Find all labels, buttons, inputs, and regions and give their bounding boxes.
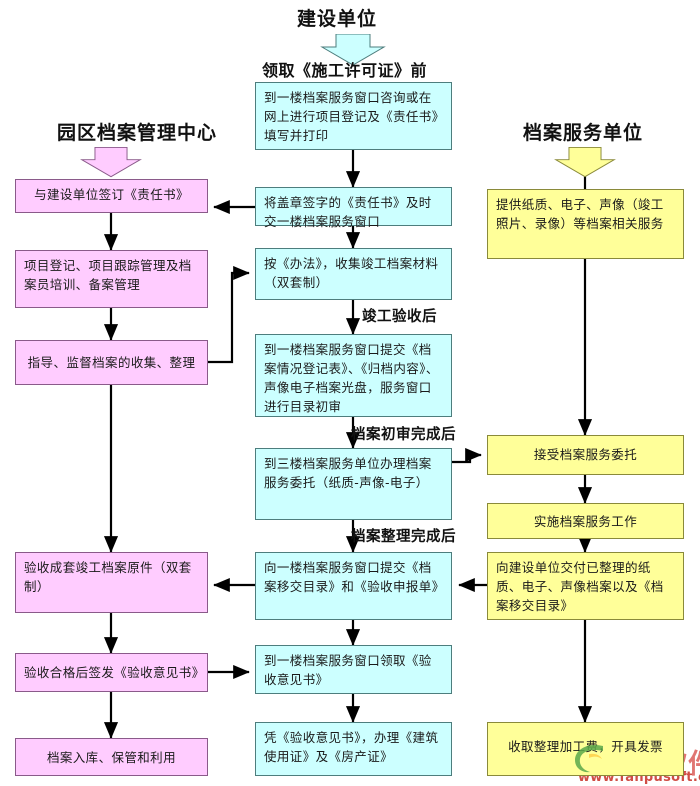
stage-label-before-permit: 领取《施工许可证》前 [262, 61, 428, 80]
process-node-C1[interactable]: 到一楼档案服务窗口咨询或在网上进行项目登记及《责任书》填写并打印 [255, 82, 452, 150]
process-node-C3[interactable]: 按《办法》，收集竣工档案材料（双套制） [255, 248, 452, 300]
process-node-L3[interactable]: 指导、监督档案的收集、整理 [15, 340, 208, 385]
process-node-R2[interactable]: 接受档案服务委托 [487, 435, 684, 475]
process-node-L5[interactable]: 验收合格后签发《验收意见书》 [15, 653, 208, 692]
process-node-R3[interactable]: 实施档案服务工作 [487, 503, 684, 539]
column-header-archive-service-unit: 档案服务单位 [523, 122, 644, 144]
process-node-R5[interactable]: 收取整理加工费，开具发票 [487, 722, 684, 776]
process-node-L4[interactable]: 验收成套竣工档案原件（双套制） [15, 552, 208, 613]
process-node-C5[interactable]: 到三楼档案服务单位办理档案服务委托（纸质-声像-电子） [255, 448, 452, 520]
process-node-L1[interactable]: 与建设单位签订《责任书》 [15, 179, 208, 213]
process-node-C7[interactable]: 到一楼档案服务窗口领取《验收意见书》 [255, 645, 452, 694]
process-node-C6[interactable]: 向一楼档案服务窗口提交《档案移交目录》和《验收申报单》 [255, 552, 452, 620]
process-node-C2[interactable]: 将盖章签字的《责任书》及时交一楼档案服务窗口 [255, 187, 452, 229]
process-node-L6[interactable]: 档案入库、保管和利用 [15, 738, 208, 776]
process-node-R1[interactable]: 提供纸质、电子、声像（竣工照片、录像）等档案相关服务 [487, 189, 684, 259]
process-node-C4[interactable]: 到一楼档案服务窗口提交《档案情况登记表》、《归档内容》、声像电子档案光盘，服务窗… [255, 334, 452, 417]
stage-label-after-initial-review: 档案初审完成后 [351, 427, 456, 443]
process-node-C8[interactable]: 凭《验收意见书》，办理《建筑使用证》及《房产证》 [255, 722, 452, 776]
column-header-construction-unit: 建设单位 [297, 8, 378, 30]
process-node-L2[interactable]: 项目登记、项目跟踪管理及档案员培训、备案管理 [15, 250, 208, 308]
stage-label-after-completion-acceptance: 竣工验收后 [362, 309, 437, 325]
process-node-R4[interactable]: 向建设单位交付已整理的纸质、电子、声像档案以及《档案移交目录》 [487, 552, 684, 620]
stage-label-after-arrangement-done: 档案整理完成后 [351, 529, 456, 545]
column-header-park-archive-center: 园区档案管理中心 [57, 122, 218, 144]
